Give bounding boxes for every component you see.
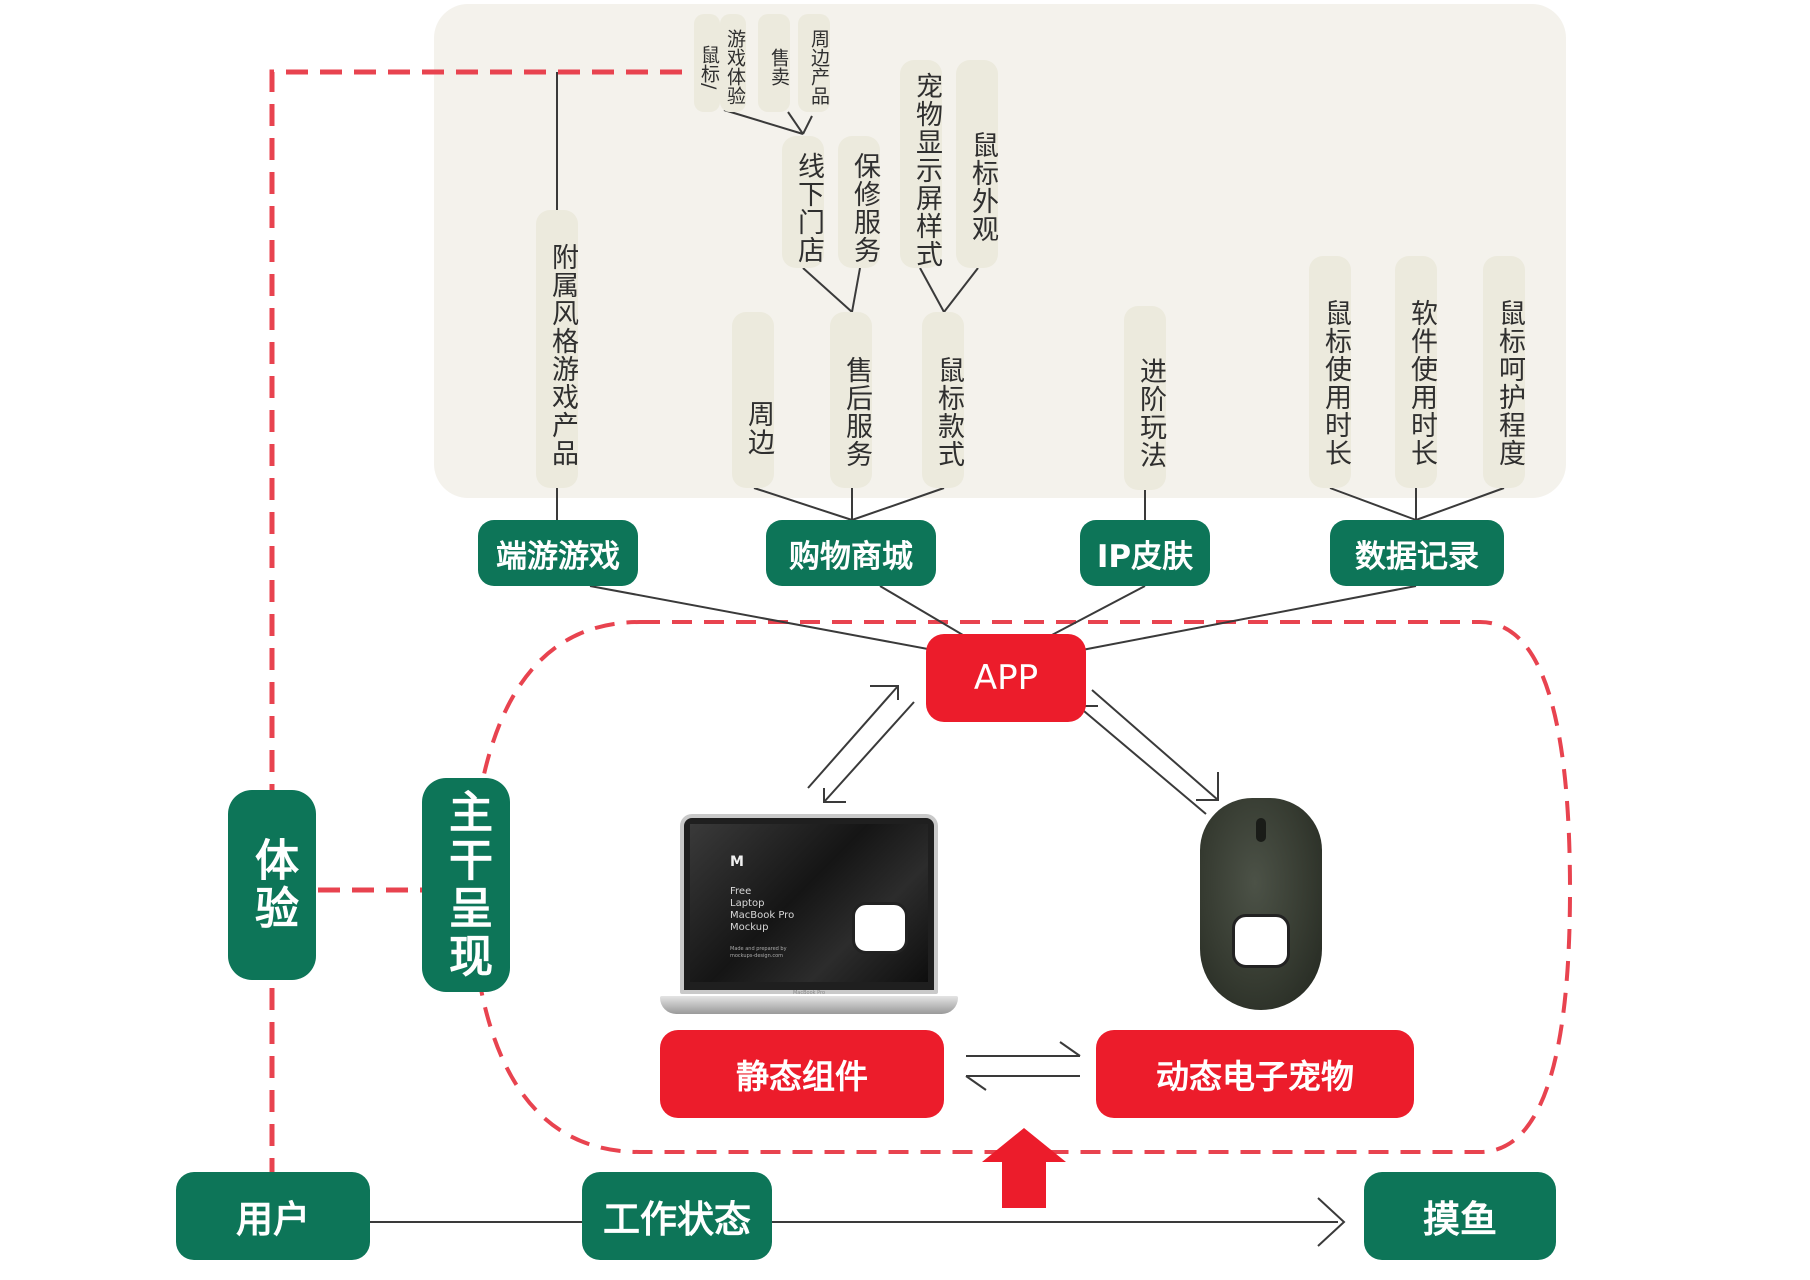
laptop-lid: M Free Laptop MacBook Pro Mockup Made an… <box>680 814 938 996</box>
pill-affiliated-game-products: 附属风格游戏产品 <box>536 210 578 488</box>
pill-mouse-appearance: 鼠标外观 <box>956 60 998 268</box>
static-widget-square <box>852 902 908 954</box>
screen-title-line: Laptop <box>730 898 765 909</box>
screen-title-line: Mockup <box>730 922 769 933</box>
category-ip-skin: IP皮肤 <box>1080 520 1210 586</box>
pill-merch-products: 周边产品 <box>798 14 830 112</box>
screen-credit-line: mockups-design.com <box>730 953 784 959</box>
laptop-screen: M Free Laptop MacBook Pro Mockup Made an… <box>690 824 928 996</box>
red-up-arrow <box>982 1128 1066 1208</box>
static-widget-node: 静态组件 <box>660 1030 944 1118</box>
attribute-panel <box>434 4 1566 498</box>
pill-merch: 周边 <box>732 312 774 488</box>
laptop-base <box>660 996 958 1014</box>
pill-pet-display-style: 宠物显示屏样式 <box>900 60 942 268</box>
screen-credit-line: Made and prepared by <box>730 946 787 952</box>
category-client-game: 端游游戏 <box>478 520 638 586</box>
pill-sale: 售卖 <box>758 14 790 112</box>
pill-mouse-models: 鼠标款式 <box>922 312 964 488</box>
pill-after-sales-service: 售后服务 <box>830 312 872 488</box>
category-shopping-mall: 购物商城 <box>766 520 936 586</box>
trunk-presentation-node: 主干呈现 <box>422 778 510 992</box>
pill-software-usage-time: 软件使用时长 <box>1395 256 1437 488</box>
pill-warranty-service: 保修服务 <box>838 136 880 268</box>
mouse-image <box>1200 798 1322 1010</box>
pill-mouse-usage-time: 鼠标使用时长 <box>1309 256 1351 488</box>
pill-game-experience: 游戏体验 <box>720 14 746 112</box>
pill-mouse-care-level: 鼠标呵护程度 <box>1483 256 1525 488</box>
user-node: 用户 <box>176 1172 370 1260</box>
pet-display-square <box>1232 914 1290 968</box>
mouse-scroll-wheel <box>1256 818 1266 842</box>
screen-title: Free Laptop MacBook Pro Mockup <box>730 886 794 934</box>
experience-dashed-path <box>269 69 700 1180</box>
pill-advanced-play: 进阶玩法 <box>1124 306 1166 490</box>
dynamic-pet-node: 动态电子宠物 <box>1096 1030 1414 1118</box>
screen-logo: M <box>730 854 744 870</box>
laptop-image: M Free Laptop MacBook Pro Mockup Made an… <box>660 814 960 1024</box>
screen-credit: Made and prepared by mockups-design.com <box>730 946 787 960</box>
experience-node: 体验 <box>228 790 316 980</box>
work-state-node: 工作状态 <box>582 1172 772 1260</box>
pill-offline-store: 线下门店 <box>782 136 824 268</box>
screen-model-label: MacBook Pro <box>792 990 826 996</box>
slacking-node: 摸鱼 <box>1364 1172 1556 1260</box>
category-data-record: 数据记录 <box>1330 520 1504 586</box>
pill-mouse-slash: 鼠标/ <box>694 14 720 112</box>
core-loop-dashed <box>467 620 1573 1154</box>
screen-title-line: MacBook Pro <box>730 910 795 921</box>
app-node: APP <box>926 634 1086 722</box>
screen-title-line: Free <box>730 886 752 897</box>
